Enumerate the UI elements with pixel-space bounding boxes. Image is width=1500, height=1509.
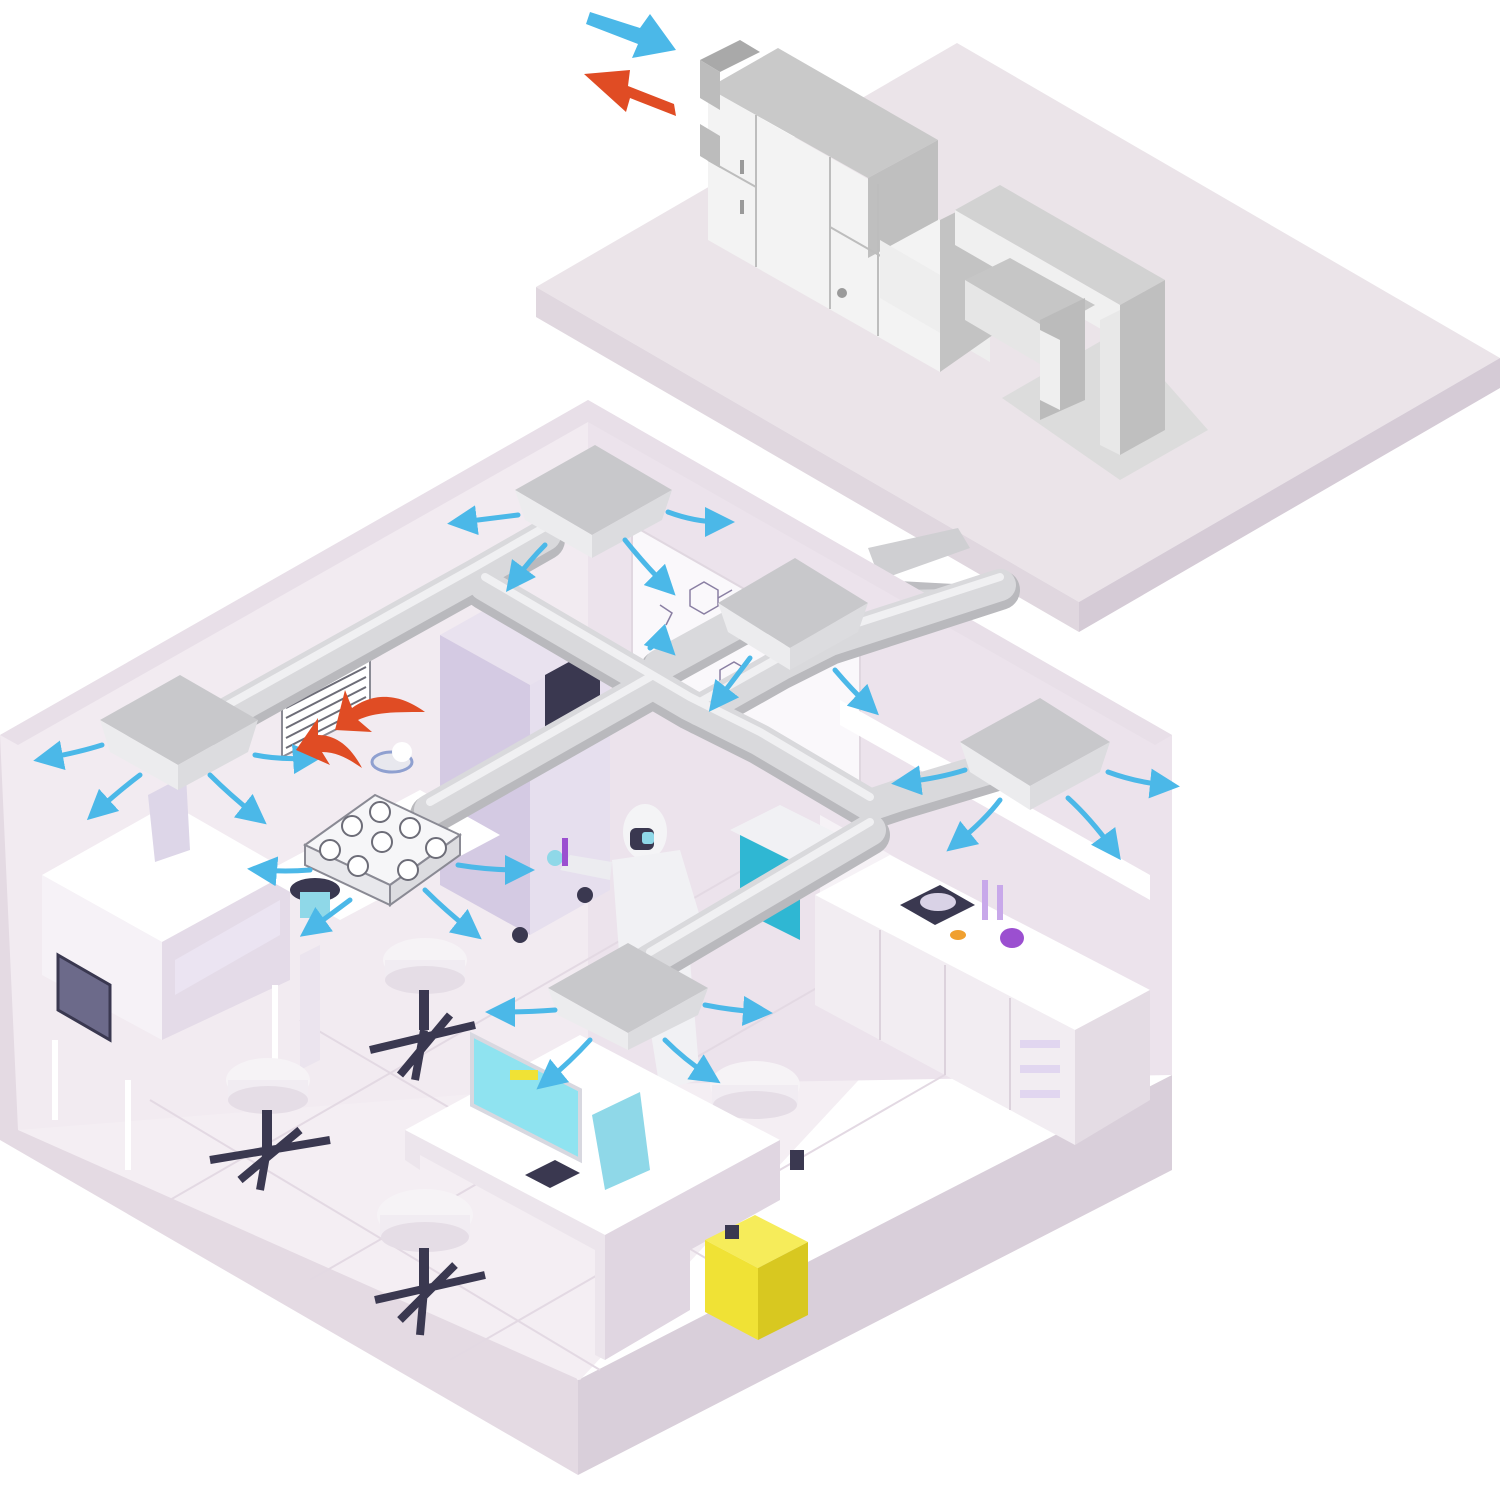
diffuser-right (960, 698, 1110, 810)
arrow-icon (702, 995, 773, 1026)
fan-icon (399, 817, 421, 839)
stool-right (710, 1061, 804, 1170)
fan-icon (341, 815, 363, 837)
ahu-intake-hood (700, 40, 760, 72)
chemical-canister (705, 1215, 808, 1340)
stool-center (369, 938, 476, 1081)
arrow-icon (447, 505, 521, 536)
fan-icon (425, 837, 447, 859)
lab-bench-counter (815, 855, 1150, 1030)
flask-glassware (1000, 928, 1024, 948)
arrow-icon (296, 718, 362, 768)
fan-icon (397, 859, 419, 881)
room-outer-right-face (578, 1075, 1172, 1475)
ahu-side-face (868, 140, 938, 258)
fan-icon (371, 831, 393, 853)
outside-air-arrows (584, 12, 676, 116)
diffuser-front (548, 943, 708, 1050)
arrow-icon (1065, 795, 1121, 861)
arrow-icon (207, 772, 267, 825)
fan-icon (319, 839, 341, 861)
diffuser-left (100, 675, 258, 790)
arrow-icon (335, 690, 425, 732)
supply-air-arrows (33, 505, 1180, 1090)
arrow-icon (662, 1037, 721, 1084)
arrow-icon (252, 744, 323, 775)
stool-left (209, 1058, 331, 1191)
arrow-icon (422, 887, 482, 940)
arrow-icon (33, 740, 105, 770)
fresh-air-arrow-icon (586, 12, 676, 58)
arrow-icon (665, 506, 735, 537)
ahu-front-face (708, 88, 940, 372)
diffuser-center (718, 558, 868, 670)
arrow-icon (536, 1037, 593, 1090)
arrow-icon (247, 856, 313, 887)
arrow-icon (643, 623, 676, 656)
fan-icon (347, 855, 369, 877)
exhaust-air-arrow-icon (584, 70, 676, 116)
arrow-icon (485, 996, 558, 1027)
hepa-fan-filter-unit (303, 793, 462, 907)
arrow-icon (86, 772, 143, 821)
arrow-icon (622, 537, 676, 596)
ring-lamp (370, 742, 414, 774)
arrow-icon (1105, 768, 1180, 799)
arrow-icon (455, 854, 535, 885)
stool-front (374, 1189, 486, 1336)
ceiling-diffusers (100, 445, 1110, 1050)
keyboard-pad (525, 1160, 580, 1188)
arrow-icon (832, 667, 879, 716)
arrow-icon (505, 542, 548, 592)
arrow-icon (299, 897, 353, 937)
arrow-icon (891, 765, 968, 796)
ahu-supply-duct (955, 185, 1165, 305)
file-organizer (592, 1092, 650, 1190)
lab-stools (209, 938, 804, 1336)
fan-icon (369, 801, 391, 823)
computer-desk (405, 1031, 780, 1360)
roof-right-face (1079, 358, 1500, 632)
air-handling-unit (700, 40, 1208, 480)
biosafety-cabinet (42, 775, 290, 1170)
right-wall-cabinets (815, 700, 1150, 1145)
arrow-icon (946, 797, 1003, 852)
arrow-icon (708, 655, 753, 712)
ahu-top-face (708, 48, 938, 178)
exhaust-air-arrows (296, 690, 425, 768)
diffuser-back (515, 445, 672, 558)
